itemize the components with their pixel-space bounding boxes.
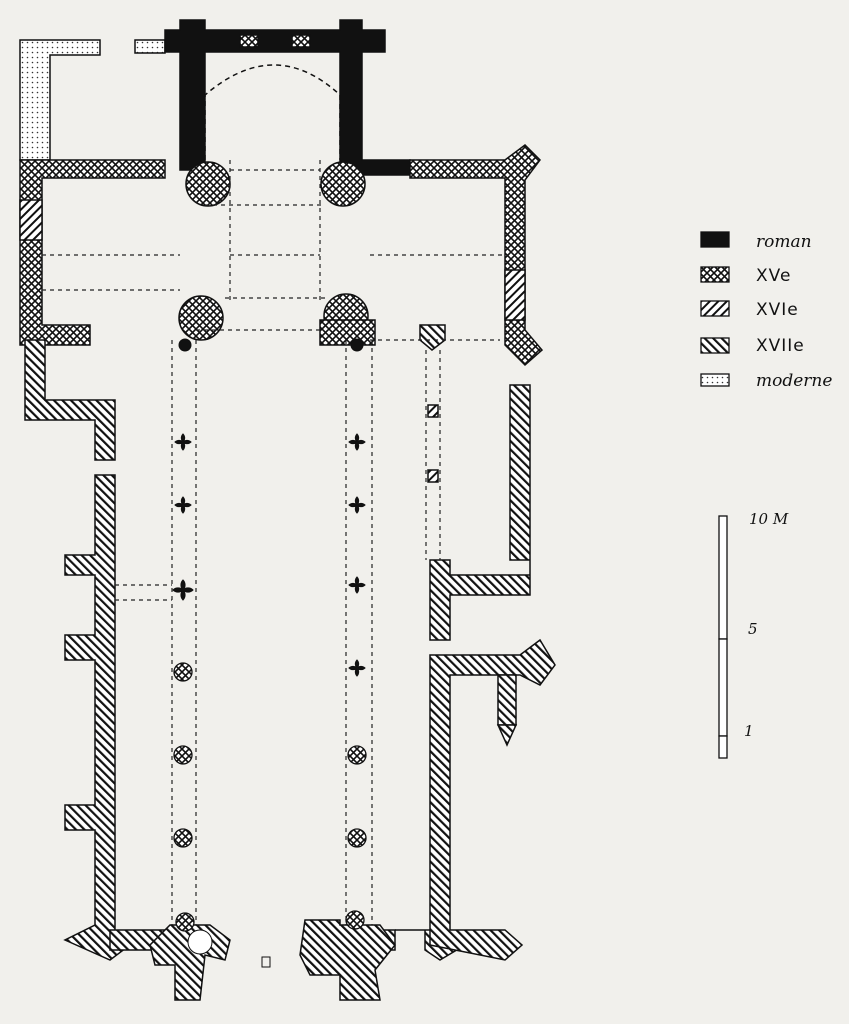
roman-walls [164,19,411,176]
legend-label-roman: roman [756,232,812,252]
round-piers [173,662,367,932]
spiral-stair-icon [187,929,213,955]
xviie-walls [24,319,556,1001]
nave-piers [172,338,366,677]
legend-label-moderne: moderne [756,371,833,391]
legend-label-xve: XVe [756,266,792,286]
vault-lines [42,160,505,925]
legend-label-xviie: XVIIe [756,336,805,356]
scale-label-1: 1 [744,722,754,740]
legend-swatches [700,231,730,387]
scale-label-5: 5 [748,620,758,638]
font-icon [261,956,271,968]
legend-label-xvie: XVIe [756,300,799,320]
xve-walls [19,34,544,367]
scale-label-10: 10 M [749,510,789,528]
apse-vault [204,64,341,160]
scale-bar [718,515,728,759]
xvie-walls [19,199,526,483]
